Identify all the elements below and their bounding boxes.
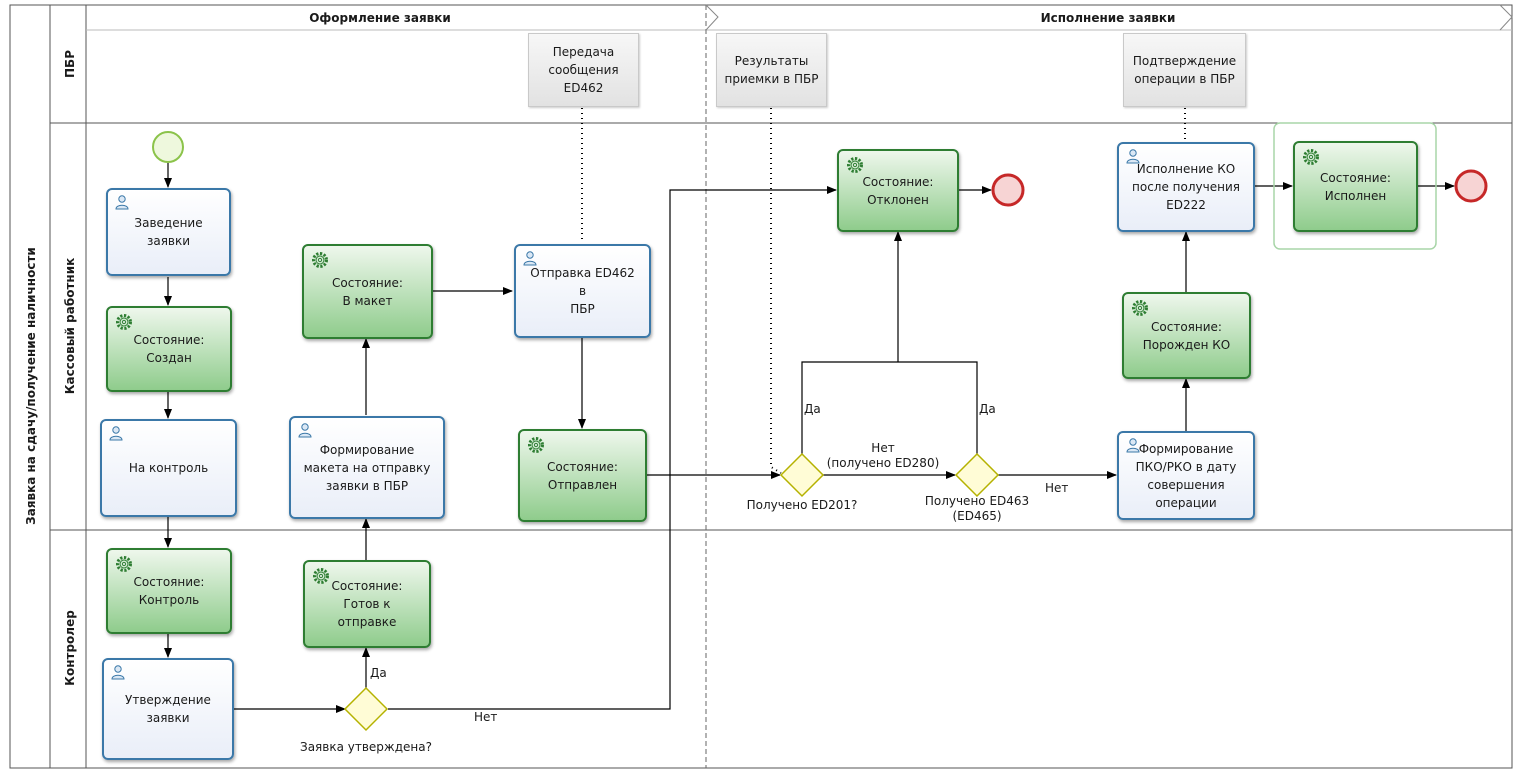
- task-label: Утверждение заявки: [125, 693, 211, 725]
- user-icon: [523, 251, 537, 266]
- task-label: Формирование макета на отправку заявки в…: [303, 442, 431, 493]
- gateway-polucheno-ed463: [954, 452, 1000, 498]
- phase-ispolnenie: Исполнение заявки: [1040, 11, 1176, 25]
- task-utverzhdenie[interactable]: Утверждение заявки: [102, 658, 234, 760]
- task-otpravka-ed462[interactable]: Отправка ED462 в ПБР: [514, 244, 651, 338]
- state-label: Состояние: Исполнен: [1320, 170, 1391, 203]
- state-label: Состояние: Создан: [133, 333, 205, 365]
- task-label: Исполнение КО после получения ED222: [1132, 162, 1240, 212]
- state-ispolnen[interactable]: Состояние: Исполнен: [1293, 141, 1418, 232]
- lane-kontroler-title: Контролер: [63, 610, 77, 686]
- task-ispolnenie-ko[interactable]: Исполнение КО после получения ED222: [1117, 142, 1255, 232]
- gear-icon: [116, 556, 132, 572]
- gear-icon: [1303, 149, 1319, 165]
- flow-gateway-ed463-da: [898, 361, 978, 454]
- associations: [581, 108, 1186, 474]
- state-gotov[interactable]: Состояние: Готов к отправке: [303, 560, 431, 648]
- pool-title: Заявка на сдачу/получение наличности: [24, 247, 38, 525]
- note-rezultaty: Результаты приемки в ПБР: [716, 33, 827, 107]
- state-otklonen[interactable]: Состояние: Отклонен: [837, 149, 959, 232]
- note-text: Передача сообщения ED462: [548, 45, 619, 95]
- gear-icon: [312, 252, 328, 268]
- lane-kassir-title: Кассовый работник: [63, 257, 77, 395]
- flow-label-da: Да: [370, 666, 387, 680]
- task-label: На контроль: [128, 461, 209, 475]
- association-rezultaty: [770, 108, 782, 474]
- gateway-polucheno-ed201: [779, 452, 825, 498]
- user-icon: [1126, 438, 1140, 453]
- state-otpravlen[interactable]: Состояние: Отправлен: [518, 429, 647, 522]
- state-label: Состояние: Отклонен: [862, 174, 934, 207]
- phase-oformlenie: Оформление заявки: [309, 11, 451, 25]
- user-icon: [109, 426, 123, 441]
- note-peredacha: Передача сообщения ED462: [528, 33, 639, 107]
- gear-icon: [847, 157, 863, 173]
- state-label: Состояние: Порожден КО: [1142, 319, 1231, 352]
- state-v-maket[interactable]: Состояние: В макет: [302, 244, 433, 339]
- end-event-ispolnen: [1454, 169, 1488, 203]
- user-icon: [115, 195, 129, 210]
- task-label: Отправка ED462 в ПБР: [530, 266, 635, 316]
- end-event-otklonen: [991, 173, 1025, 207]
- lane-pbr-title: ПБР: [63, 50, 77, 78]
- flow-label-net-ed280: Нет (получено ED280): [826, 441, 940, 470]
- gateway-label-polucheno-ed201: Получено ED201?: [746, 498, 858, 512]
- note-text: Подтверждение операции в ПБР: [1132, 54, 1237, 86]
- gear-icon: [313, 568, 329, 584]
- flow-gateway-net-to-otklonen: [388, 186, 837, 710]
- flow-gateway-ed201-da: [801, 361, 898, 454]
- user-icon: [298, 423, 312, 438]
- note-text: Результаты приемки в ПБР: [724, 54, 819, 86]
- task-formirovanie-pko[interactable]: Формирование ПКО/РКО в дату совершения о…: [1117, 431, 1255, 520]
- state-kontrol[interactable]: Состояние: Контроль: [106, 548, 232, 634]
- flow-label-da: Да: [979, 402, 996, 416]
- state-sozdan[interactable]: Состояние: Создан: [106, 306, 232, 392]
- gateway-label-zayavka-utverzhdena: Заявка утверждена?: [300, 740, 432, 754]
- note-podtverzhdenie: Подтверждение операции в ПБР: [1123, 33, 1246, 107]
- task-label: Формирование ПКО/РКО в дату совершения о…: [1135, 441, 1237, 510]
- state-label: Состояние: Отправлен: [547, 459, 618, 492]
- sequence-flows: [164, 163, 1455, 713]
- gateway-label-polucheno-ed463: Получено ED463 (ED465): [924, 494, 1030, 523]
- state-label: Состояние: Контроль: [133, 575, 205, 607]
- task-label: Заведение заявки: [134, 216, 203, 248]
- gear-icon: [1132, 300, 1148, 316]
- task-zavedenie[interactable]: Заведение заявки: [106, 188, 231, 276]
- flow-label-net: Нет: [1045, 481, 1069, 495]
- gear-icon: [528, 437, 544, 453]
- state-label: Состояние: Готов к отправке: [331, 579, 403, 629]
- user-icon: [111, 665, 125, 680]
- task-na-kontrol[interactable]: На контроль: [100, 419, 237, 517]
- flow-label-net: Нет: [474, 710, 498, 724]
- start-event: [152, 131, 184, 163]
- gear-icon: [116, 314, 132, 330]
- gateway-zayavka-utverzhdena: [343, 686, 389, 732]
- state-label: Состояние: В макет: [332, 275, 403, 308]
- selection-frame: [1273, 122, 1437, 250]
- state-porozhden[interactable]: Состояние: Порожден КО: [1122, 292, 1251, 379]
- user-icon: [1126, 149, 1140, 164]
- flow-label-da: Да: [804, 402, 821, 416]
- task-formirovanie-maketa[interactable]: Формирование макета на отправку заявки в…: [289, 416, 445, 519]
